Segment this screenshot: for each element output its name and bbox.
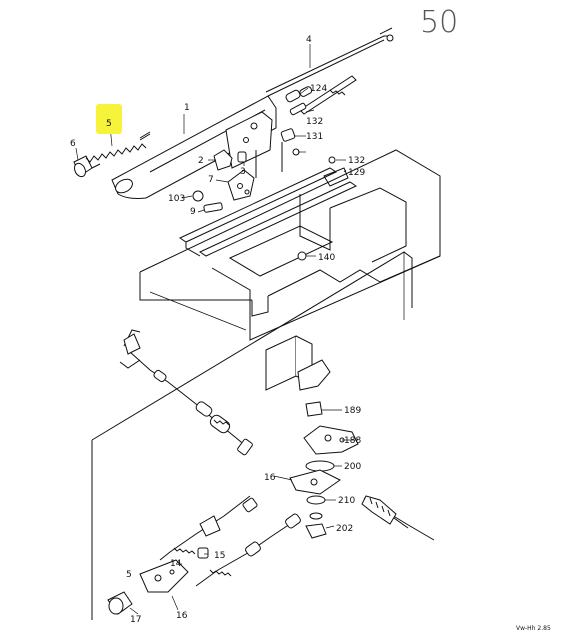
washer-103: [192, 190, 204, 202]
callout-189: 189: [344, 406, 361, 416]
guide-128: [323, 167, 349, 187]
upper-assembly: [73, 27, 441, 341]
callout-16: 16: [264, 473, 276, 483]
callout-131: 131: [306, 132, 323, 142]
callout-188: 188: [344, 436, 361, 446]
callout-14: 14: [170, 559, 182, 569]
callout-15: 15: [214, 551, 225, 561]
reference-code: Vw-Hh 2.85: [516, 625, 551, 632]
handbrake-lever: [111, 95, 277, 199]
callout-200: 200: [344, 462, 361, 472]
lever-pin: [237, 151, 247, 163]
callout-17: 17: [130, 615, 141, 625]
callouts: 1 4 6 2 3 7 103 9 124 132 131 140 132 12…: [70, 35, 365, 625]
release-button: [73, 155, 93, 178]
callout-7: 7: [208, 175, 214, 185]
lower-panel-edge: [91, 251, 413, 441]
nut-140: [297, 251, 307, 261]
floor-panel: [139, 149, 441, 341]
cable-sleeves: [123, 333, 397, 577]
callout-122: 132: [306, 117, 323, 127]
bolt-9: [203, 202, 223, 213]
equalizer-parts: [289, 401, 359, 539]
callout-5-highlighted: 5: [106, 119, 112, 129]
callout-124: 124: [310, 84, 327, 94]
mounting-base: [178, 142, 407, 277]
callout-16-lower: 16: [176, 611, 188, 621]
callout-210: 210: [338, 496, 355, 506]
screw-132: [328, 156, 336, 164]
page-number: 50: [420, 5, 458, 40]
highlight-marker: [96, 104, 122, 134]
lever-grip-end: [115, 178, 133, 194]
callout-5-lower: 5: [126, 570, 132, 580]
release-spring: [85, 133, 151, 169]
callout-4: 4: [306, 35, 312, 45]
callout-129: 129: [348, 168, 365, 178]
callout-1: 1: [184, 103, 190, 113]
callout-103: 103: [168, 194, 185, 204]
callout-140: 140: [318, 253, 335, 263]
callout-6: 6: [70, 139, 76, 149]
lever-clip: [213, 149, 233, 171]
callout-202: 202: [336, 524, 353, 534]
callout-132: 132: [348, 156, 365, 166]
callout-9: 9: [190, 207, 196, 217]
cable-bracket: [265, 335, 331, 391]
clevis-pins: [280, 86, 313, 156]
adjuster-rod: [299, 75, 357, 115]
callout-2: 2: [198, 156, 204, 166]
callout-3: 3: [240, 167, 246, 177]
lower-assembly: [91, 251, 435, 620]
lower-lever: [107, 547, 209, 615]
pull-rod: [265, 27, 394, 97]
